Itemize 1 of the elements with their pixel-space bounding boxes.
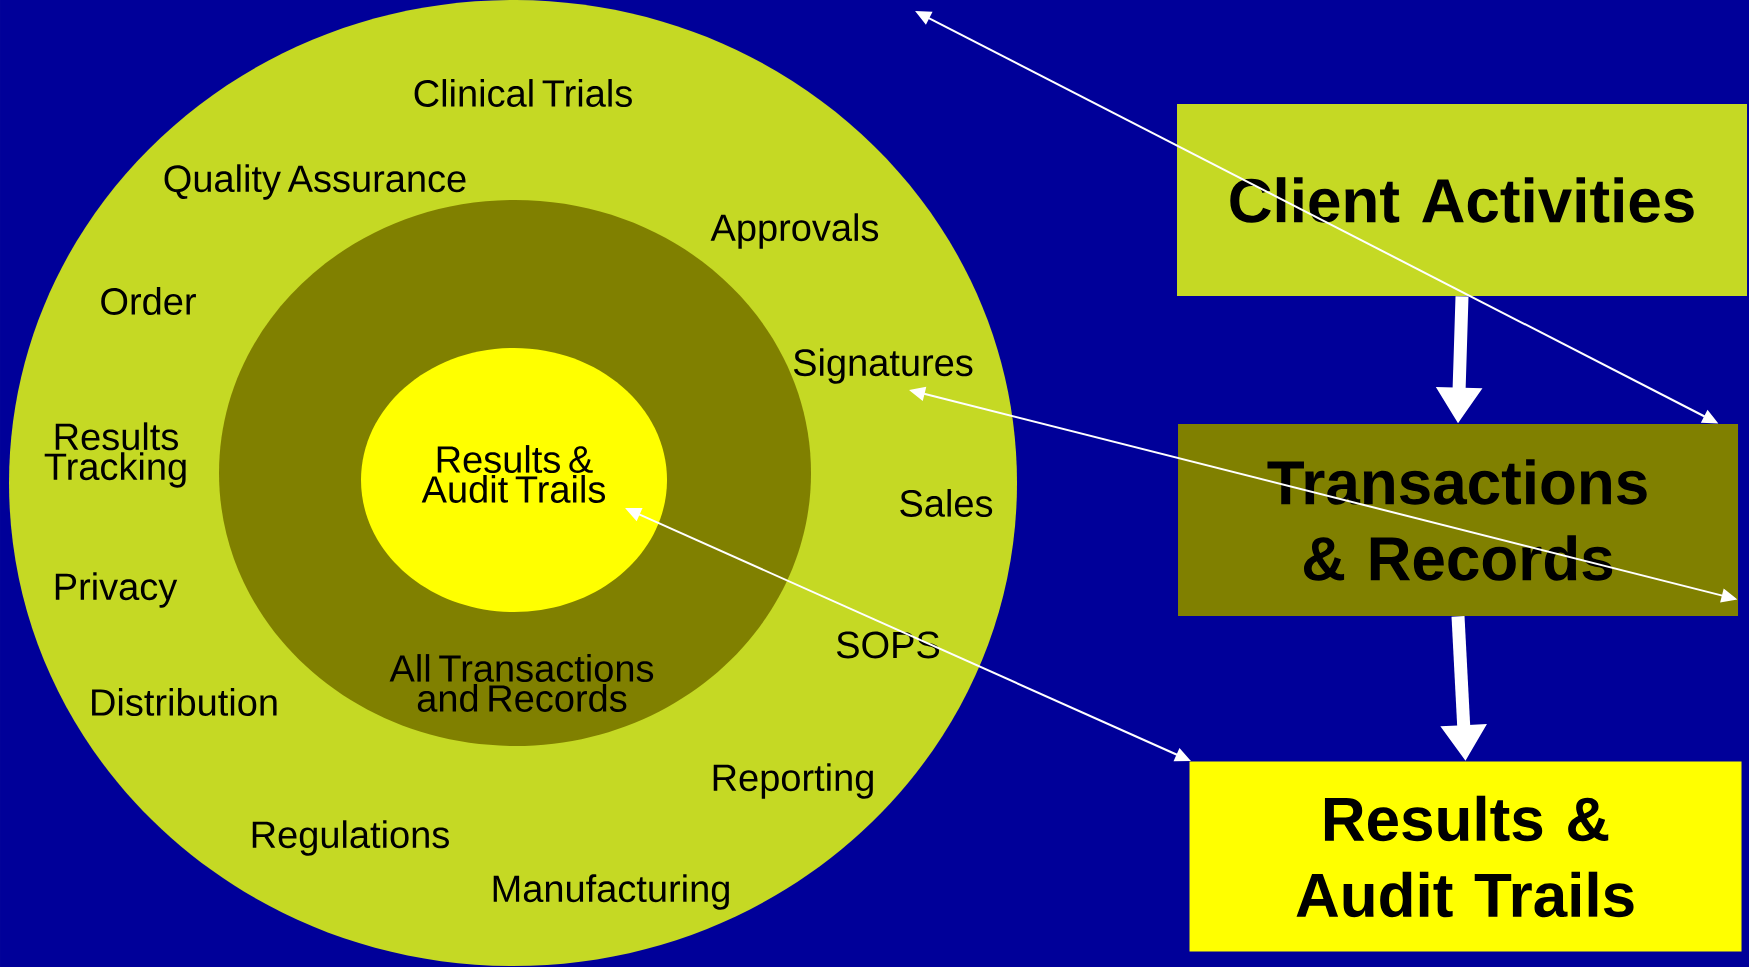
- process-box: Results & Audit Trails: [1189, 761, 1742, 952]
